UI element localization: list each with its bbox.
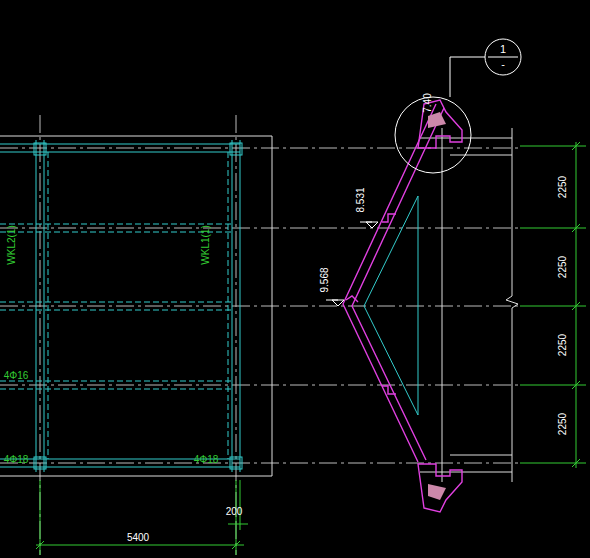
dimension-text: 200 — [226, 507, 243, 517]
rebar-text: 4Φ18 — [194, 455, 219, 465]
grid-axes — [0, 115, 520, 555]
wall — [420, 128, 518, 482]
dimension-text: 2250 — [558, 334, 568, 356]
rebar-text: 4Φ18 — [4, 455, 29, 465]
level-marks — [326, 222, 378, 306]
dimension-text: 2250 — [558, 176, 568, 198]
callout-circle-outline — [485, 39, 521, 75]
beams — [0, 140, 242, 472]
dimension-text: 5400 — [127, 533, 149, 543]
beam-tag: WKL1(1) — [201, 225, 211, 264]
callout-number: - — [484, 57, 522, 72]
section-callout: 1- — [484, 38, 522, 76]
plan-outline — [0, 136, 272, 476]
elevation-text: 9.568 — [320, 267, 330, 292]
dimension-text: 2250 — [558, 413, 568, 435]
callout-number: 1 — [484, 42, 522, 57]
callout-divider — [488, 57, 518, 58]
truss — [364, 196, 418, 415]
beam-tag: WKL2(1) — [7, 225, 17, 264]
elevation-text: 7.40 — [423, 93, 433, 112]
dimension-lines — [36, 142, 586, 555]
detail-callout — [395, 57, 485, 173]
hatch — [428, 112, 446, 500]
rebar-text: 4Φ16 — [4, 371, 29, 381]
dimension-text: 2250 — [558, 256, 568, 278]
elevation-text: 8.531 — [356, 187, 366, 212]
roof-slab — [343, 100, 462, 512]
